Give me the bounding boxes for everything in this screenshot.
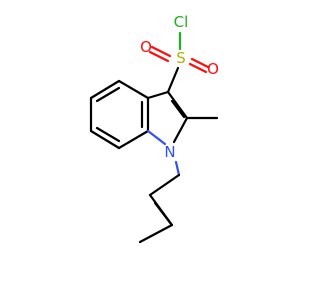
bond: [166, 66, 180, 94]
bond: [89, 129, 121, 150]
atom-label-s: S: [176, 49, 186, 67]
bond: [138, 223, 174, 244]
double-bond-inner: [95, 86, 121, 103]
structure-drawing: Cl S O O N: [89, 13, 219, 244]
bond: [117, 79, 150, 100]
atom-label-n: N: [164, 143, 175, 161]
bond: [166, 90, 189, 120]
s-o-double-bond: [190, 57, 210, 69]
s-o-double-bond: [148, 50, 170, 63]
double-bond-inner: [170, 99, 186, 119]
atom-label-o-right: O: [207, 60, 219, 78]
double-bond-inner: [95, 126, 121, 143]
bond: [146, 129, 167, 146]
s-o-double-bond: [188, 62, 208, 74]
bond: [89, 79, 121, 100]
double-bond-inner: [153, 201, 173, 226]
bond: [117, 129, 150, 150]
molecule-diagram: Cl S O O N: [89, 13, 219, 244]
bond: [172, 116, 189, 144]
atom-label-cl: Cl: [174, 13, 189, 31]
s-o-double-bond: [150, 45, 172, 58]
atom-label-o-left: O: [140, 38, 152, 56]
bond: [174, 160, 181, 177]
bond: [148, 173, 181, 197]
bond: [146, 90, 170, 100]
